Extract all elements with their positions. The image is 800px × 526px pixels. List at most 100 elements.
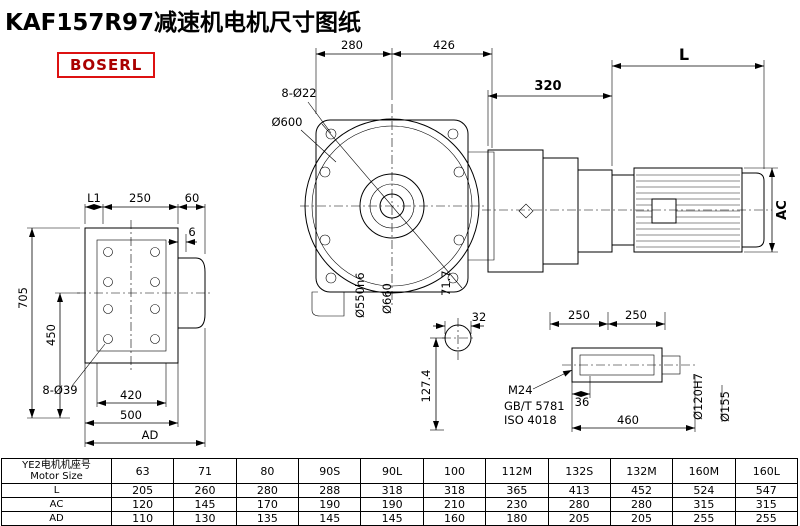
size-132s: 132S bbox=[547, 458, 611, 484]
dim-36-label: 36 bbox=[575, 395, 590, 409]
motor-size-header-cn: YE2电机机座号 bbox=[22, 460, 91, 471]
dim-L: L bbox=[612, 45, 765, 169]
size-100: 100 bbox=[422, 458, 487, 484]
size-80: 80 bbox=[235, 458, 300, 484]
size-90l: 90L bbox=[360, 458, 424, 484]
size-160m: 160M bbox=[672, 458, 736, 484]
cell-AC-132s: 280 bbox=[547, 497, 611, 512]
cell-AC-112m: 230 bbox=[485, 497, 549, 512]
dim-32: 32 bbox=[433, 310, 486, 334]
motor-size-header-cell: YE2电机机座号 Motor Size bbox=[1, 458, 112, 484]
callout-d155-label: Ø155 bbox=[718, 391, 732, 422]
dim-320: 320 bbox=[487, 60, 613, 166]
size-63: 63 bbox=[110, 458, 175, 484]
flange-inner-outline bbox=[96, 239, 167, 352]
dim-127-4: 127.4 bbox=[419, 337, 446, 431]
gear-housing-stage2 bbox=[542, 157, 579, 265]
row-label-L: L bbox=[1, 483, 112, 498]
dim-ad-label: AD bbox=[142, 428, 159, 442]
cell-AC-100: 210 bbox=[422, 497, 487, 512]
cell-AC-63: 120 bbox=[110, 497, 175, 512]
dim-460-label: 460 bbox=[617, 413, 639, 427]
callout-8xd22: 8-Ø22 bbox=[281, 86, 332, 134]
dim-l1-label: L1 bbox=[87, 191, 101, 205]
cell-L-90s: 288 bbox=[298, 483, 362, 498]
row-label-AC: AC bbox=[1, 497, 112, 512]
dim-280-label: 280 bbox=[341, 38, 363, 52]
dim-l1-250-60: L1 250 60 bbox=[84, 191, 206, 254]
standard-gb-label: GB/T 5781 bbox=[504, 399, 565, 413]
cell-L-160l: 547 bbox=[734, 483, 799, 498]
callout-m24: M24 bbox=[508, 369, 573, 397]
diagonal-line bbox=[321, 123, 463, 289]
cell-AC-160m: 315 bbox=[672, 497, 736, 512]
dim-60-label: 60 bbox=[185, 191, 200, 205]
callout-8xd22-label: 8-Ø22 bbox=[281, 86, 316, 100]
dim-250-label: 250 bbox=[129, 191, 151, 205]
flange-bolt-holes bbox=[319, 128, 465, 284]
dim-71-7-label: 71.7 bbox=[439, 270, 453, 296]
dim-L-label: L bbox=[679, 45, 689, 64]
dim-420-500-ad: 420 500 AD bbox=[84, 328, 206, 447]
oil-symbol bbox=[518, 203, 534, 219]
front-view: 280 426 8-Ø22 Ø600 Ø550h6 Ø660 71.7 bbox=[271, 38, 495, 318]
rear-housing-edge bbox=[468, 151, 495, 261]
cell-L-90l: 318 bbox=[360, 483, 424, 498]
nameplate bbox=[651, 198, 677, 224]
dim-320-label: 320 bbox=[534, 79, 561, 94]
dim-32-label: 32 bbox=[472, 310, 487, 324]
size-132m: 132M bbox=[609, 458, 674, 484]
table-header-row: YE2电机机座号 Motor Size 63 71 80 90S 90L 100… bbox=[1, 458, 799, 484]
table-row-AC: AC 120 145 170 190 190 210 230 280 280 3… bbox=[1, 497, 799, 512]
dim-250-250: 250 250 bbox=[549, 308, 666, 330]
shaft-step bbox=[661, 355, 681, 375]
dim-AC-label: AC bbox=[775, 200, 790, 220]
dim-705: 705 bbox=[16, 227, 80, 419]
dim-6: 6 bbox=[168, 225, 197, 252]
boserl-logo: BOSERL bbox=[57, 52, 156, 78]
dim-250b-label: 250 bbox=[625, 308, 647, 322]
cell-L-112m: 365 bbox=[485, 483, 549, 498]
dimension-table: YE2电机机座号 Motor Size 63 71 80 90S 90L 100… bbox=[1, 458, 799, 526]
motor-view: 320 L AC bbox=[482, 45, 790, 273]
callout-d550-label: Ø550h6 bbox=[353, 272, 367, 318]
cell-AC-80: 170 bbox=[235, 497, 300, 512]
dim-500-label: 500 bbox=[120, 408, 142, 422]
mounting-holes bbox=[103, 247, 160, 344]
flange-outline bbox=[84, 227, 179, 364]
cell-AC-160l: 315 bbox=[734, 497, 799, 512]
table-row-L: L 205 260 280 288 318 318 365 413 452 52… bbox=[1, 483, 799, 498]
dim-AC: AC bbox=[744, 167, 790, 253]
cell-L-71: 260 bbox=[173, 483, 237, 498]
size-71: 71 bbox=[173, 458, 237, 484]
motor-fins bbox=[636, 174, 740, 248]
standard-iso-label: ISO 4018 bbox=[504, 413, 557, 427]
callout-8xd39: 8-Ø39 bbox=[42, 343, 106, 397]
mounting-foot bbox=[311, 291, 345, 317]
gear-housing-stage1 bbox=[487, 149, 544, 273]
dim-705-label: 705 bbox=[16, 287, 30, 309]
dim-6-label: 6 bbox=[188, 225, 195, 239]
dim-127-4-label: 127.4 bbox=[419, 370, 433, 403]
cell-L-80: 280 bbox=[235, 483, 300, 498]
cell-AC-90l: 190 bbox=[360, 497, 424, 512]
dim-420-label: 420 bbox=[120, 388, 142, 402]
dim-450-label: 450 bbox=[44, 324, 58, 346]
dim-426-label: 426 bbox=[433, 38, 455, 52]
dim-36: 36 bbox=[572, 376, 591, 409]
size-160l: 160L bbox=[734, 458, 799, 484]
cell-L-132s: 413 bbox=[547, 483, 611, 498]
cell-AC-71: 145 bbox=[173, 497, 237, 512]
dim-250a-label: 250 bbox=[568, 308, 590, 322]
callout-d600: Ø600 bbox=[271, 115, 337, 163]
technical-drawing: L1 250 60 6 705 450 bbox=[16, 38, 790, 447]
cell-AC-132m: 280 bbox=[609, 497, 674, 512]
fan-cover bbox=[741, 172, 765, 248]
dim-460: 460 bbox=[571, 376, 696, 432]
cell-AC-90s: 190 bbox=[298, 497, 362, 512]
callout-d120-label: Ø120H7 bbox=[691, 373, 705, 420]
cell-L-63: 205 bbox=[110, 483, 175, 498]
cell-L-160m: 524 bbox=[672, 483, 736, 498]
cell-L-100: 318 bbox=[422, 483, 487, 498]
motor-size-header-en: Motor Size bbox=[30, 471, 83, 482]
